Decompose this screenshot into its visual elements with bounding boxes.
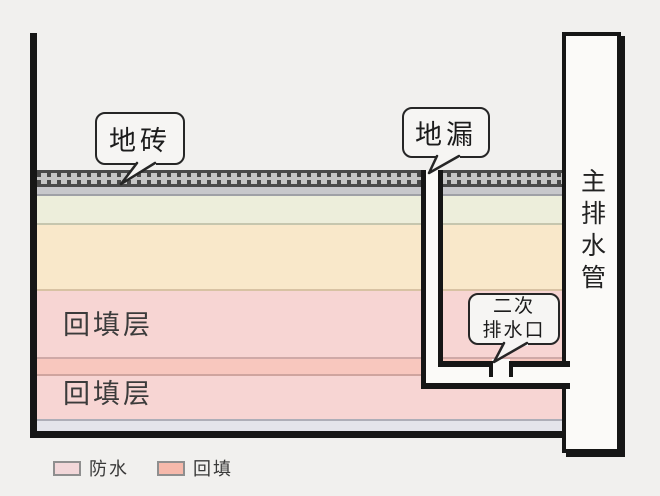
layer-floor-tile [37, 170, 562, 187]
layer-leveling [37, 196, 562, 225]
callout-secondary-outlet-line2: 排水口 [482, 320, 546, 341]
bottom-slab-line [30, 431, 562, 438]
left-wall [30, 33, 37, 438]
callout-secondary-outlet: 二次 排水口 [468, 293, 560, 345]
main-drain-pipe-label: 主排水管 [577, 168, 606, 296]
secondary-outlet-rim-right [509, 361, 513, 377]
legend-label-backfill: 回填 [193, 459, 233, 479]
layer-mortar [37, 225, 562, 291]
legend-label-waterproof: 防水 [89, 459, 129, 479]
floor-drain-wall-right [438, 170, 443, 367]
backfill-layer-2-label: 回填层 [63, 379, 153, 409]
callout-tile-label: 地砖 [109, 126, 171, 156]
floor-drain-pipe-bore [426, 170, 438, 383]
secondary-outlet-rim-left [489, 361, 493, 377]
callout-secondary-outlet-line1: 二次 [492, 296, 535, 318]
legend: 防水 回填 [53, 455, 233, 481]
main-drain-pipe-label-wrap: 主排水管 [562, 168, 621, 318]
layer-base-slab [37, 419, 562, 431]
callout-tile: 地砖 [95, 112, 185, 165]
layer-cement-screed [37, 187, 562, 196]
main-drain-pipe [562, 32, 621, 453]
legend-item-backfill: 回填 [157, 455, 233, 481]
legend-swatch-waterproof [53, 460, 81, 476]
channel-bottom-wall [421, 383, 570, 389]
channel-top-wall-left [443, 361, 492, 367]
legend-item-waterproof: 防水 [53, 455, 129, 481]
secondary-outlet-opening [492, 359, 510, 383]
backfill-layer-1-label: 回填层 [63, 310, 153, 340]
callout-floor-drain: 地漏 [402, 107, 490, 158]
callout-floor-drain-label: 地漏 [415, 120, 477, 150]
floor-drain-wall-left [421, 170, 426, 389]
legend-swatch-backfill [157, 460, 185, 476]
channel-top-wall-right [510, 361, 570, 367]
